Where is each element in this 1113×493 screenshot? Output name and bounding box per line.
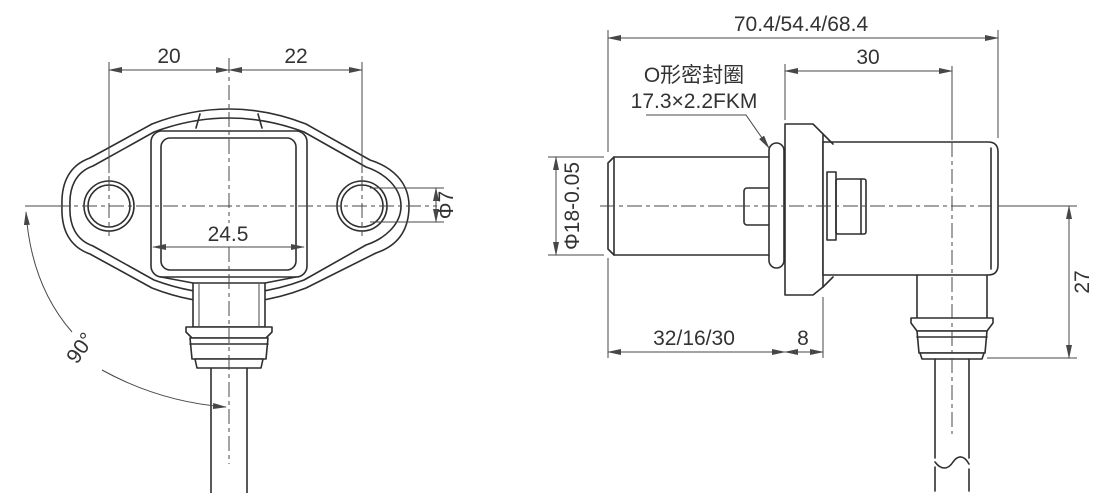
- flange-chamfer-bottom: [822, 276, 834, 288]
- dim-label-total: 70.4/54.4/68.4: [734, 13, 869, 36]
- flange-plate: [784, 123, 824, 296]
- housing-body: [822, 141, 999, 276]
- oring-label-line1: O形密封圈: [644, 64, 744, 87]
- dim-label-24-5: 24.5: [208, 223, 249, 246]
- dim-label-20: 20: [157, 45, 180, 68]
- dim-label-27: 27: [1071, 270, 1094, 293]
- dim-label-32: 32/16/30: [653, 327, 735, 350]
- neck-transition-left: [160, 276, 194, 284]
- front-view: 20 22 24.5 Φ7 90°: [23, 45, 458, 493]
- angle-arc-lower: [101, 369, 227, 410]
- oring-leader-line: [646, 114, 770, 149]
- dim-label-phi18: Φ18-0.05: [561, 162, 584, 250]
- dim-label-90: 90°: [62, 329, 99, 368]
- dim-label-8: 8: [797, 327, 809, 350]
- dome-tick-left: [195, 113, 201, 129]
- flange-chamfer-top: [822, 133, 834, 145]
- tube-lip: [919, 352, 985, 360]
- dim-label-22: 22: [284, 45, 307, 68]
- dim-label-phi7: Φ7: [435, 191, 458, 219]
- angle-arc-upper: [23, 211, 73, 333]
- dome-tick-right: [257, 113, 263, 129]
- dim-label-30: 30: [856, 46, 879, 69]
- neck-transition-right: [264, 276, 297, 284]
- side-view: 70.4/54.4/68.4 30 O形密封圈 17.3×2.2FKM Φ18-…: [548, 13, 1094, 492]
- cable2-break: [934, 456, 970, 469]
- oring-label-line2: 17.3×2.2FKM: [631, 90, 758, 113]
